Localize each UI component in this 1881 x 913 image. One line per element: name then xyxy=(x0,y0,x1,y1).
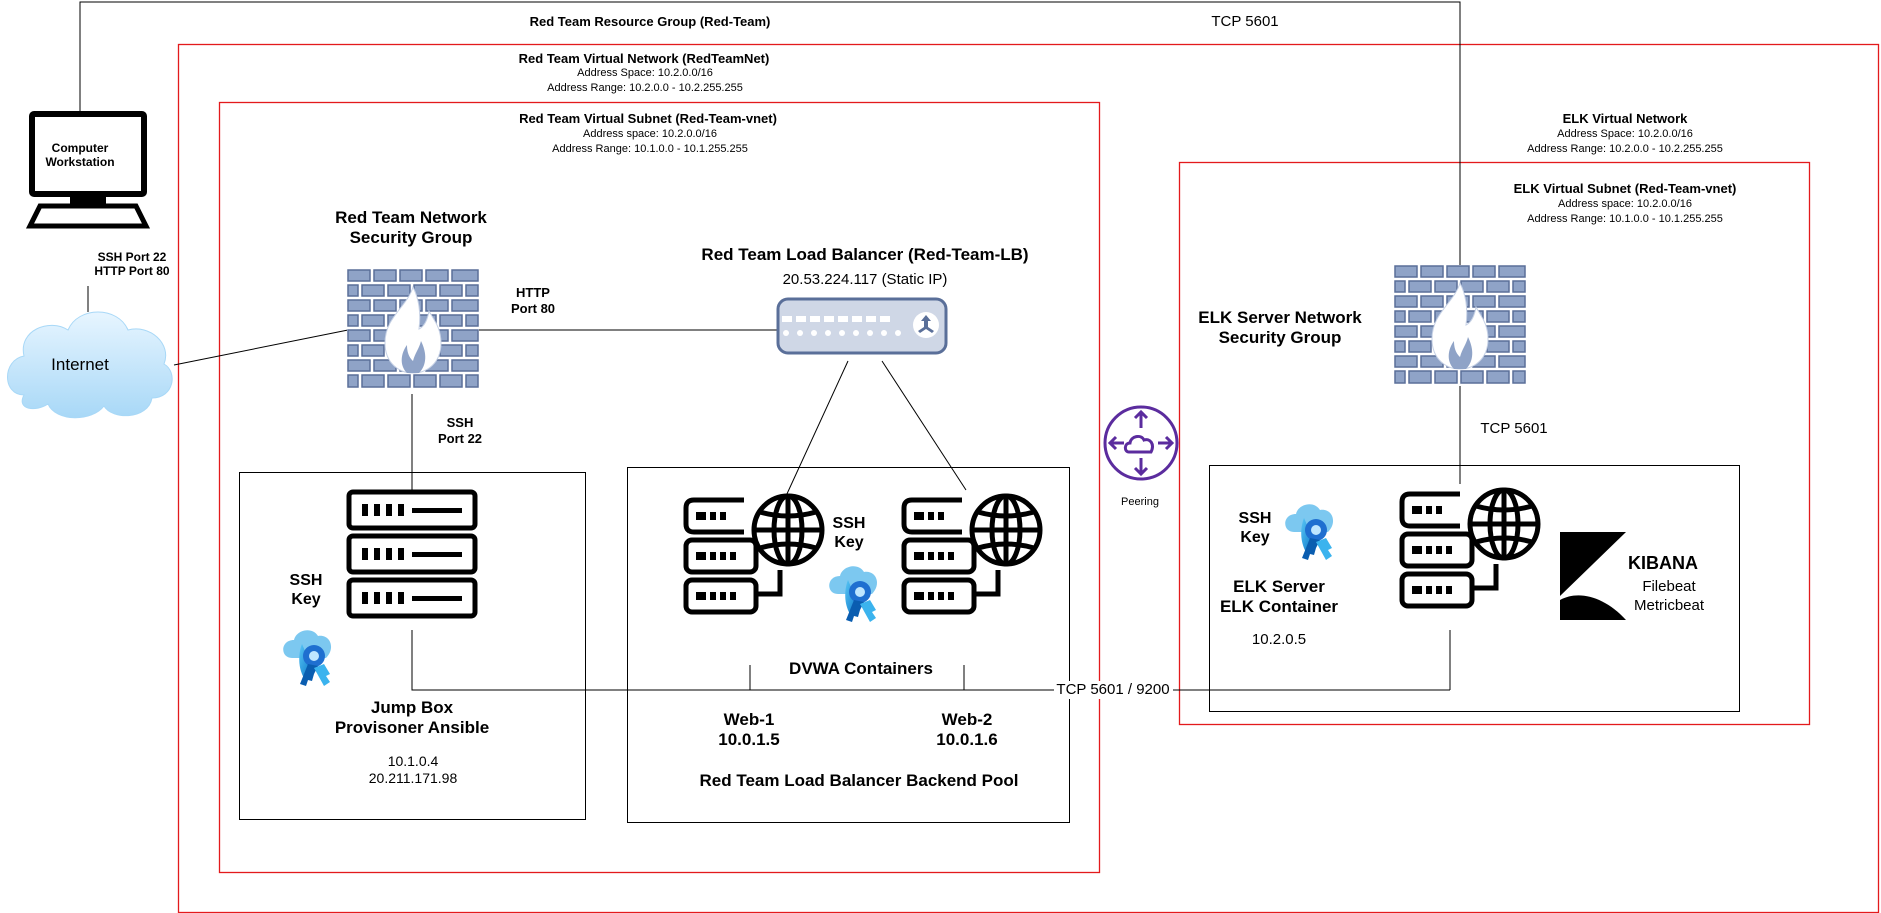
load-balancer-title: Red Team Load Balancer (Red-Team-LB) xyxy=(701,245,1029,264)
web1-server-icon xyxy=(686,496,822,612)
web2-label: Web-2 10.0.1.6 xyxy=(936,710,997,751)
elk-server-line1: ELK Server xyxy=(1233,577,1325,596)
peering-icon xyxy=(1103,405,1179,481)
kibana-logo-icon xyxy=(1560,532,1626,620)
elk-nsg-label: ELK Server Network Security Group xyxy=(1198,308,1361,349)
elk-nsg-line1: ELK Server Network xyxy=(1198,308,1362,327)
red-nsg-http-line1: HTTP xyxy=(516,285,550,300)
jumpbox-ip2: 20.211.171.98 xyxy=(368,769,458,786)
workstation-ports-label: SSH Port 22 HTTP Port 80 xyxy=(94,250,169,279)
backend-ssh-key-label: SSH Key xyxy=(833,514,866,552)
kibana-metricbeat: Metricbeat xyxy=(1633,597,1705,614)
workstation-line1: Computer xyxy=(51,141,109,155)
jumpbox-ssh-key-label: SSH Key xyxy=(290,571,323,609)
elk-subnet-title: ELK Virtual Subnet (Red-Team-vnet) xyxy=(1513,181,1737,196)
elk-ssh-line1: SSH xyxy=(1238,510,1272,527)
peering-label: Peering xyxy=(1121,496,1159,508)
jumpbox-key-icon xyxy=(283,630,332,686)
elk-server-name: ELK Server ELK Container xyxy=(1220,577,1338,618)
elk-nsg-firewall-icon xyxy=(1393,264,1527,386)
red-subnet-boundary xyxy=(218,101,1101,874)
backend-key-icon xyxy=(829,566,878,622)
red-nsg-http-label: HTTP Port 80 xyxy=(511,285,555,316)
red-nsg-label: Red Team Network Security Group xyxy=(335,208,487,249)
elk-vnet-range: Address Range: 10.2.0.0 - 10.2.255.255 xyxy=(1527,143,1723,155)
workstation-http-port: HTTP Port 80 xyxy=(94,264,170,279)
tcp-link-label: TCP 5601 / 9200 xyxy=(1054,681,1172,699)
jumpbox-ssh-line2: Key xyxy=(291,591,321,609)
jumpbox-name: Jump Box Provisoner Ansible xyxy=(335,698,489,739)
kibana-title: KIBANA xyxy=(1628,553,1698,573)
elk-server-icon xyxy=(1402,490,1538,606)
red-nsg-line1: Red Team Network xyxy=(335,208,487,227)
kibana-filebeat: Filebeat xyxy=(1642,578,1696,595)
red-vnet-title: Red Team Virtual Network (RedTeamNet) xyxy=(518,51,770,66)
monitor-icon xyxy=(25,111,151,229)
elk-subnet-range: Address Range: 10.1.0.0 - 10.1.255.255 xyxy=(1527,213,1723,225)
resource-group-label: Red Team Resource Group (Red-Team) xyxy=(529,14,771,29)
web2-ip: 10.0.1.6 xyxy=(936,730,998,750)
backend-ssh-line1: SSH xyxy=(832,515,866,532)
dvwa-containers-label: DVWA Containers xyxy=(789,659,933,678)
elk-key-icon xyxy=(1285,504,1334,560)
red-vnet-range: Address Range: 10.2.0.0 - 10.2.255.255 xyxy=(547,82,743,94)
elk-server-ip: 10.2.0.5 xyxy=(1251,631,1307,648)
elk-ssh-key-label: SSH Key xyxy=(1239,509,1272,547)
internet-cloud-icon xyxy=(7,311,173,419)
elk-vnet-title: ELK Virtual Network xyxy=(1562,111,1688,126)
jumpbox-ips: 10.1.0.4 20.211.171.98 xyxy=(369,753,458,787)
jumpbox-server-icon xyxy=(349,492,475,616)
load-balancer-ip: 20.53.224.117 (Static IP) xyxy=(782,271,948,288)
workstation-line2: Workstation xyxy=(45,155,115,170)
elk-server-line2: ELK Container xyxy=(1219,597,1339,617)
red-nsg-ssh-line2: Port 22 xyxy=(437,430,483,446)
red-subnet-range: Address Range: 10.1.0.0 - 10.1.255.255 xyxy=(552,143,748,155)
elk-nsg-tcp-label: TCP 5601 xyxy=(1480,420,1548,437)
web1-label: Web-1 10.0.1.5 xyxy=(718,710,779,751)
red-vnet-space: Address Space: 10.2.0.0/16 xyxy=(577,67,713,79)
workstation-ssh-port: SSH Port 22 xyxy=(97,250,167,264)
elk-server-box xyxy=(1209,465,1740,712)
red-nsg-http-line2: Port 80 xyxy=(510,300,556,316)
red-nsg-ssh-label: SSH Port 22 xyxy=(438,415,482,446)
top-tcp-label: TCP 5601 xyxy=(1211,13,1279,30)
red-nsg-line2: Security Group xyxy=(349,228,473,248)
jumpbox-name-line1: Jump Box xyxy=(370,698,454,717)
backend-ssh-line2: Key xyxy=(834,534,864,552)
internet-label: Internet xyxy=(51,355,109,374)
web1-ip: 10.0.1.5 xyxy=(718,730,780,750)
connector-lines xyxy=(79,1,1461,691)
web2-name: Web-2 xyxy=(941,710,993,729)
red-nsg-firewall-icon xyxy=(346,268,480,390)
web2-server-icon xyxy=(904,496,1040,612)
red-subnet-space: Address space: 10.2.0.0/16 xyxy=(583,128,717,140)
workstation-label: Computer Workstation xyxy=(45,141,114,170)
elk-subnet-boundary xyxy=(1178,161,1811,726)
elk-vnet-space: Address Space: 10.2.0.0/16 xyxy=(1557,128,1693,140)
red-subnet-title: Red Team Virtual Subnet (Red-Team-vnet) xyxy=(519,111,777,126)
backend-pool-label: Red Team Load Balancer Backend Pool xyxy=(699,771,1019,790)
elk-subnet-space: Address space: 10.2.0.0/16 xyxy=(1558,198,1692,210)
jumpbox-ip1: 10.1.0.4 xyxy=(387,753,439,769)
jumpbox-name-line2: Provisoner Ansible xyxy=(334,718,490,738)
elk-ssh-line2: Key xyxy=(1240,529,1270,547)
load-balancer-icon xyxy=(776,297,948,355)
elk-nsg-line2: Security Group xyxy=(1218,328,1342,348)
jumpbox-ssh-line1: SSH xyxy=(289,572,323,589)
backend-pool-box xyxy=(627,467,1070,823)
red-nsg-ssh-line1: SSH xyxy=(446,415,474,430)
web1-name: Web-1 xyxy=(723,710,775,729)
